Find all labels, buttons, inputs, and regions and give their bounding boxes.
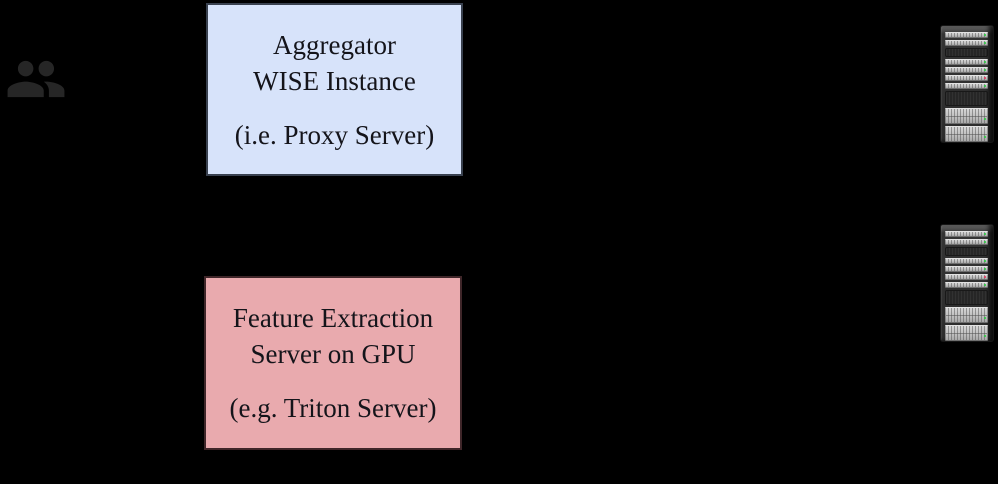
- green-led: [984, 317, 986, 320]
- green-led: [984, 42, 986, 44]
- rack-unit: [945, 258, 988, 264]
- server-rack-icon: [941, 225, 993, 341]
- proxy-box-title-line2: WISE Instance: [253, 65, 416, 96]
- rack-unit: [945, 91, 988, 106]
- green-led: [984, 233, 986, 235]
- green-led: [984, 268, 986, 270]
- rack-unit: [945, 126, 988, 142]
- rack-unit: [945, 290, 988, 305]
- green-led: [984, 284, 986, 286]
- proxy-box-title-line1: Aggregator: [273, 29, 396, 60]
- rack-unit: [945, 48, 988, 57]
- rack-unit: [945, 325, 988, 341]
- green-led: [984, 260, 986, 262]
- rack-unit: [945, 83, 988, 89]
- green-led: [984, 61, 986, 63]
- red-led: [984, 276, 986, 278]
- server-rack-icon: [941, 26, 993, 142]
- rack-unit: [945, 274, 988, 280]
- green-led: [984, 118, 986, 121]
- gpu-box-title-line1: Feature Extraction: [232, 303, 434, 333]
- rack-unit: [945, 282, 988, 288]
- rack-unit: [945, 59, 988, 65]
- rack-unit: [945, 108, 988, 124]
- rack-unit: [945, 67, 988, 73]
- rack-unit: [945, 40, 988, 46]
- rack-unit: [945, 266, 988, 272]
- green-led: [984, 241, 986, 243]
- green-led: [984, 136, 986, 139]
- proxy-box-subtitle: (i.e. Proxy Server): [234, 119, 435, 150]
- gpu-box-subtitle: (e.g. Triton Server): [229, 393, 437, 423]
- rack-unit: [945, 32, 988, 38]
- gpu-box-title-line2: Server on GPU: [250, 339, 416, 369]
- rack-unit: [945, 239, 988, 245]
- gpu-server-box: Feature Extraction Server on GPU (e.g. T…: [204, 276, 462, 450]
- proxy-server-box: Aggregator WISE Instance (i.e. Proxy Ser…: [206, 3, 463, 176]
- green-led: [984, 69, 986, 71]
- green-led: [984, 85, 986, 87]
- red-led: [984, 77, 986, 79]
- users-icon: [7, 60, 65, 98]
- green-led: [984, 34, 986, 36]
- rack-unit: [945, 307, 988, 323]
- users-icon-path: [7, 60, 65, 98]
- rack-unit: [945, 247, 988, 256]
- green-led: [984, 335, 986, 338]
- rack-unit: [945, 75, 988, 81]
- rack-unit: [945, 231, 988, 237]
